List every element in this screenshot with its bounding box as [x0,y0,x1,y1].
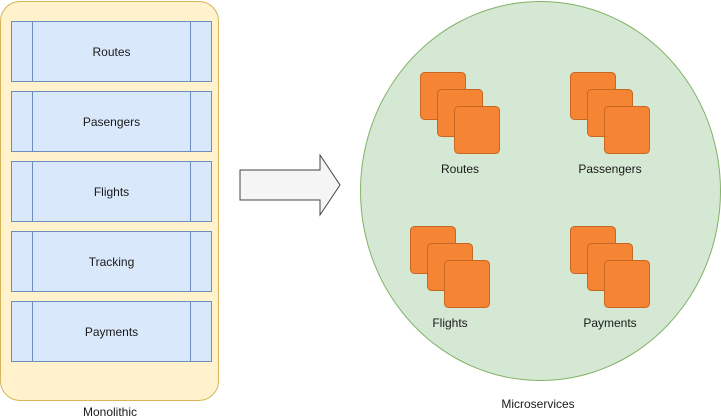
module-label: Tracking [88,254,135,269]
service-passengers: Passengers [570,72,650,176]
service-flights: Flights [410,226,490,330]
microservices-caption: Microservices [501,397,575,411]
service-payments: Payments [570,226,650,330]
module-label: Flights [93,184,130,199]
monolithic-container: Routes Pasengers Flights Tracking Paymen… [0,1,219,401]
module-routes: Routes [11,21,212,82]
module-label: Pasengers [82,114,141,129]
compute-instances-icon [570,72,650,154]
compute-instances-icon [410,226,490,308]
module-passengers: Pasengers [11,91,212,152]
module-label: Payments [84,324,139,339]
module-label: Routes [92,44,131,59]
compute-instances-icon [420,72,500,154]
service-label: Passengers [578,162,642,176]
service-label: Payments [583,316,637,330]
module-tracking: Tracking [11,231,212,292]
service-routes: Routes [420,72,500,176]
compute-instances-icon [570,226,650,308]
service-label: Routes [440,162,480,176]
microservices-container [360,1,721,381]
right-arrow-icon [239,154,341,217]
module-payments: Payments [11,301,212,362]
monolithic-caption: Monolithic [82,405,138,419]
module-flights: Flights [11,161,212,222]
service-label: Flights [432,316,468,330]
